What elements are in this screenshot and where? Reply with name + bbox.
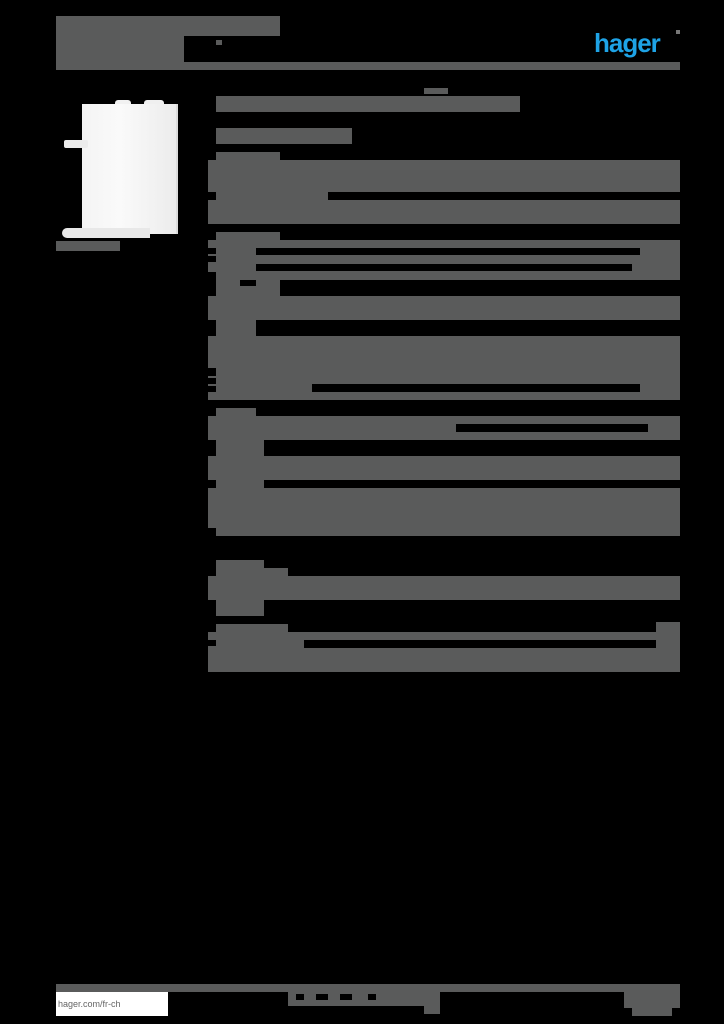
product-caption-redacted [56,241,120,251]
intro-subtitle-redacted [216,128,352,144]
section-4-row-gap [312,384,640,392]
product-foot [62,228,150,238]
section-4-left-gap [208,368,216,376]
section-2-heading-redacted [216,232,280,242]
section-6-heading-redacted [216,440,264,456]
section-9-row-gap [304,640,656,648]
header-mark-redacted [216,40,222,45]
footer-center-gap [340,994,352,1000]
section-5-row-gap [456,424,648,432]
footer-center-gap [368,994,376,1000]
footer-page-info-redacted [624,988,680,1008]
section-2-row-gap [256,248,640,255]
section-3-heading-redacted [216,280,280,296]
header-rule [56,62,680,70]
product-image [60,100,178,248]
section-1-body-redacted [208,160,680,192]
footer-page-number-redacted [632,1006,672,1016]
document-subtitle-redacted [56,36,184,62]
section-1-heading-redacted [216,152,280,162]
registered-mark-icon [676,30,680,34]
document-title-redacted [56,16,280,36]
product-pin [64,140,88,148]
section-7-left-gap [208,528,216,536]
section-1-label-redacted [216,190,328,200]
footer-center-tail-redacted [424,1004,440,1014]
website-link[interactable]: hager.com/fr-ch [56,992,168,1016]
footer-center-gap [296,994,304,1000]
section-8-heading-ext-redacted [216,568,288,576]
section-4-left-gap [208,386,216,392]
intro-superscript-redacted [424,88,448,94]
section-9-heading-redacted [216,624,288,632]
footer-center-gap [316,994,328,1000]
section-7-heading-redacted [216,478,264,488]
section-2-left-gap [208,272,216,280]
section-2-row-gap [256,264,632,271]
section-4-heading-redacted [216,320,256,336]
section-3-body-redacted [208,296,680,320]
section-2-table-redacted [208,240,680,280]
section-4-left-gap [208,378,216,384]
section-9-right-redacted [656,640,680,648]
footer-rule [56,984,680,992]
footer-center-redacted [288,992,440,1006]
section-6-body-redacted [208,456,680,480]
section-2-left-gap [208,248,216,254]
section-9-right-value-redacted [656,622,680,632]
section-3-gap [240,280,256,286]
section-8-body-redacted [208,576,680,600]
section-7-body-redacted [208,488,680,536]
product-body [82,104,178,234]
section-9-left-gap [208,640,216,646]
intro-title-redacted [216,96,520,112]
hager-logo: hager [594,28,661,58]
section-9-body-redacted [208,632,680,672]
section-5-heading-redacted [216,408,256,418]
section-1-row-redacted [208,200,680,224]
section-2-left-gap [208,256,216,262]
